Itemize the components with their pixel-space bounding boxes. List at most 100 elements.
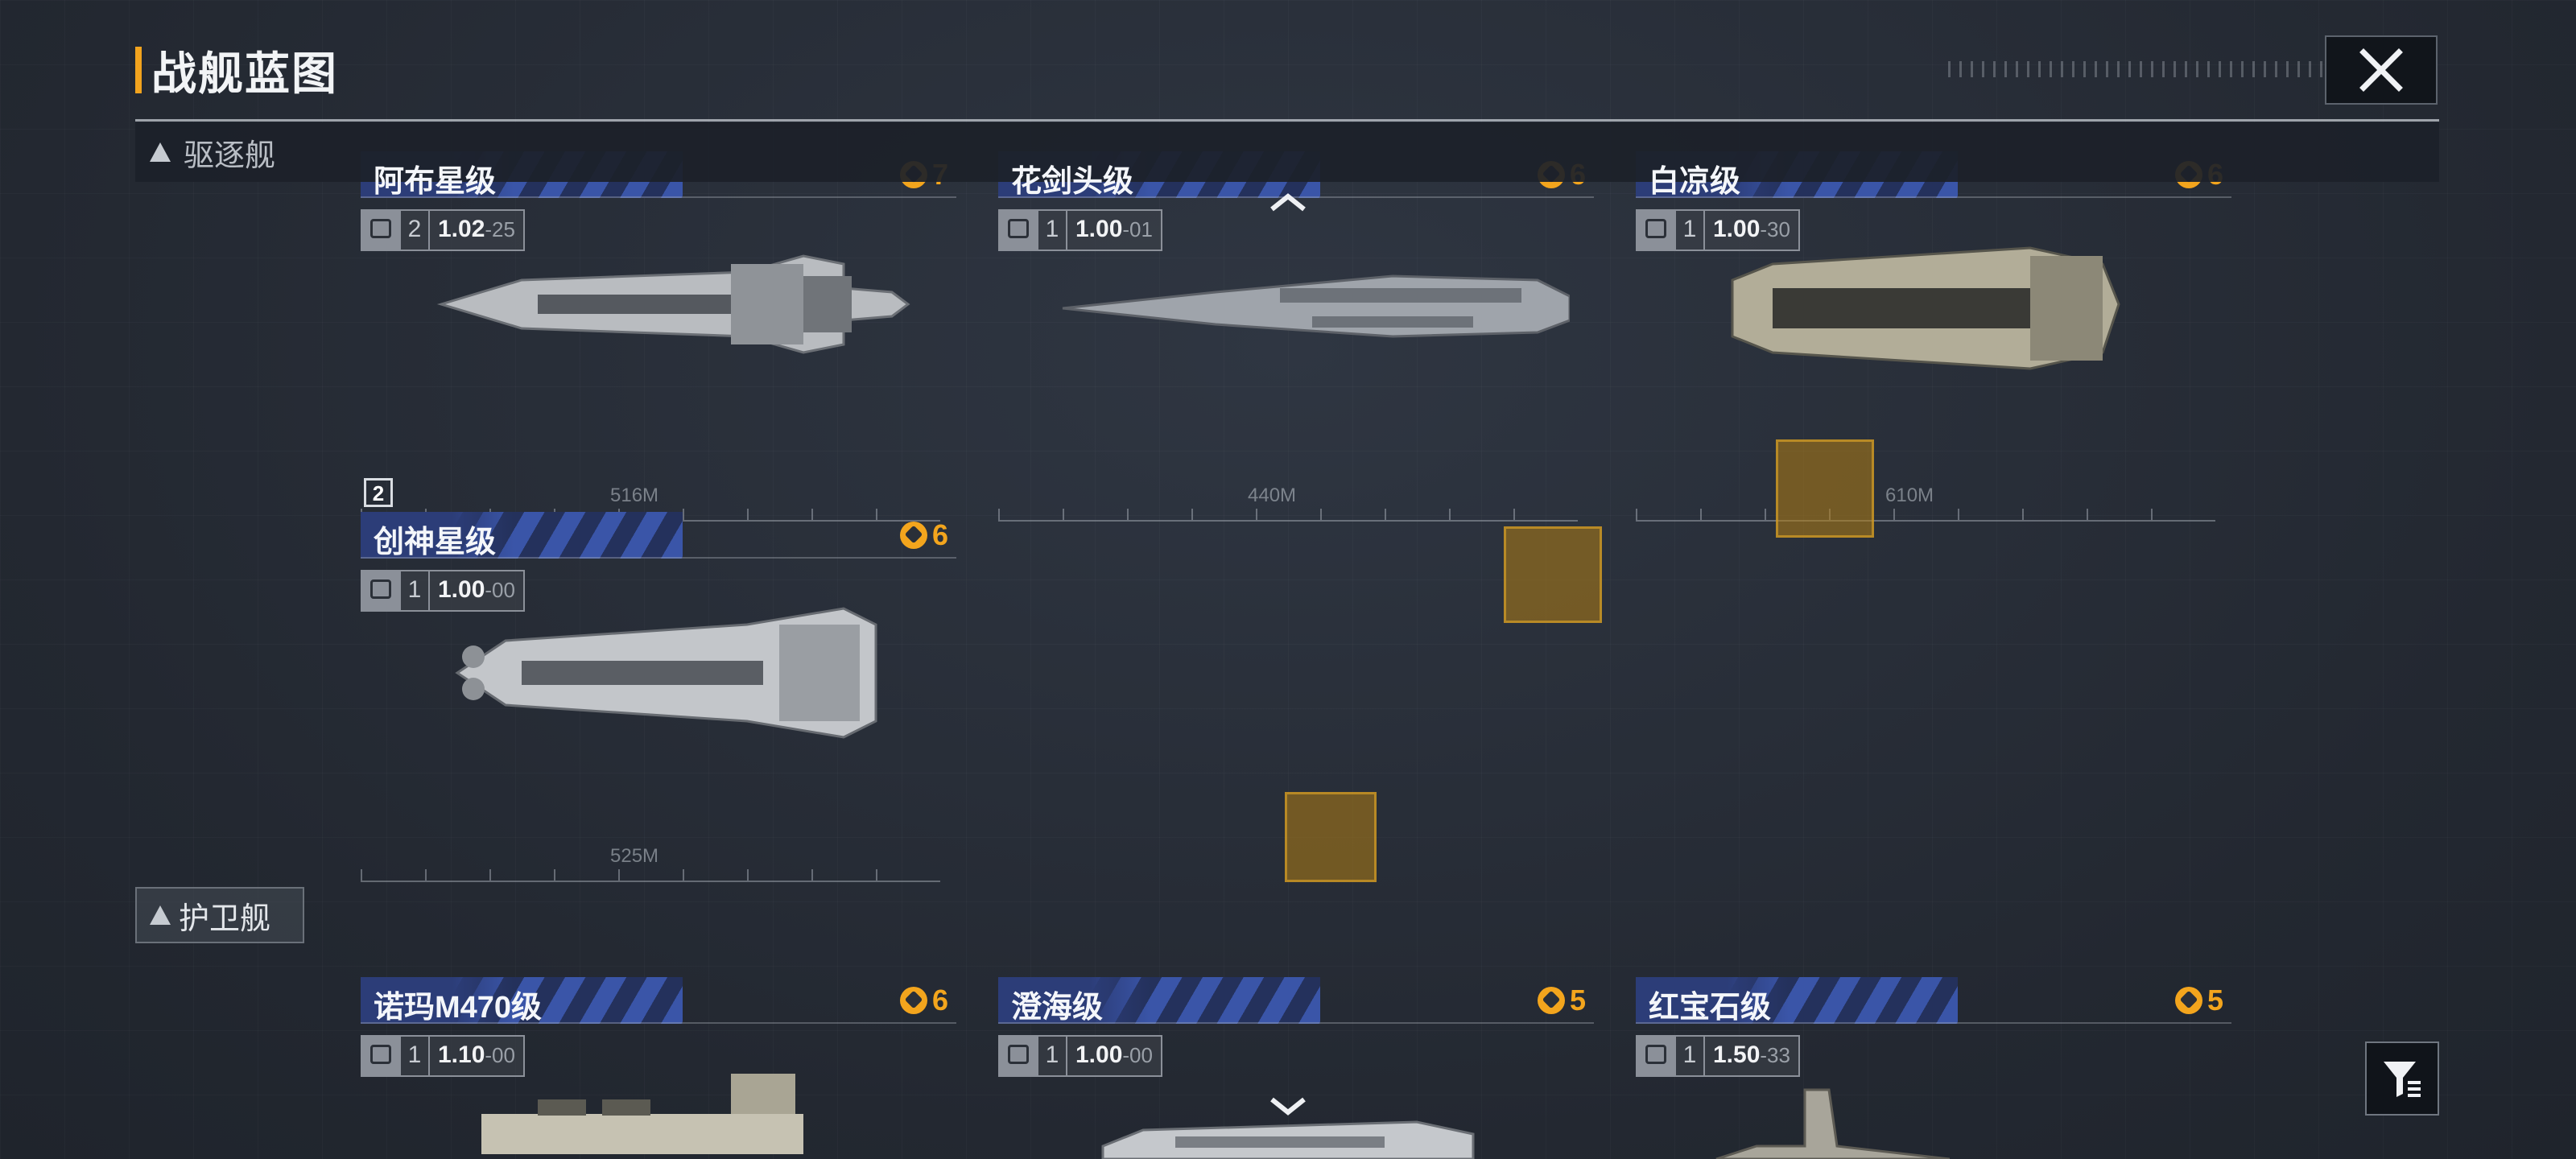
ship-stat-value: 1.02-25: [430, 211, 523, 250]
page-header: 战舰蓝图: [135, 42, 338, 99]
section-label: 护卫舰: [179, 901, 271, 936]
ship-card[interactable]: 红宝石级 5 1 1.50-33: [1636, 977, 2231, 1159]
length-ruler: 440M: [998, 485, 1578, 522]
stat-main: 1.10: [438, 1041, 485, 1068]
ship-card[interactable]: 创神星级 6 1 1.00-00 525M: [361, 512, 956, 882]
card-divider: [361, 1022, 956, 1024]
ship-stats: 1 1.00-00: [998, 1035, 1162, 1077]
ship-name: 创神星级: [374, 526, 497, 559]
ship-level: 2: [401, 211, 430, 250]
ship-type-icon: [362, 211, 401, 250]
stat-dim: -30: [1760, 217, 1790, 241]
card-divider: [1636, 1022, 2231, 1024]
ship-type-icon: [362, 1037, 401, 1075]
stat-dim: -00: [1122, 1043, 1153, 1067]
ship-blueprint-image: [1062, 274, 1570, 338]
ship-blueprint-image: [1715, 1088, 1950, 1159]
ship-card[interactable]: 白凉级 6 1 1.00-30 610M: [1636, 151, 2231, 522]
card-name-bar: [1636, 977, 1958, 1024]
ship-stats: 1 1.00-30: [1636, 209, 1800, 251]
ship-level: 1: [401, 571, 430, 610]
highlight-marker: [1776, 439, 1874, 538]
credit-icon: [2174, 987, 2202, 1014]
ship-cost: 6: [899, 984, 948, 1017]
ship-type-icon: [1637, 1037, 1676, 1075]
page-title: 战舰蓝图: [151, 47, 338, 99]
filter-button[interactable]: [2365, 1041, 2439, 1116]
stat-main: 1.00: [1075, 216, 1123, 242]
ship-type-icon: [1000, 211, 1038, 250]
ship-blueprint-image: [1101, 1120, 1475, 1159]
ship-name: 红宝石级: [1649, 991, 1772, 1025]
ship-name: 阿布星级: [374, 165, 497, 199]
ship-stats: 1 1.00-00: [361, 570, 525, 612]
ship-stat-value: 1.00-01: [1067, 211, 1161, 250]
stat-main: 1.00: [1075, 1041, 1123, 1068]
credit-icon: [899, 522, 927, 549]
ship-blueprint-image: [436, 254, 910, 354]
card-divider: [1636, 196, 2231, 198]
card-divider: [361, 557, 956, 559]
ship-blueprint-image: [455, 607, 877, 739]
stat-dim: -00: [485, 578, 515, 602]
header-decoration: [1948, 61, 2334, 77]
ship-level: 1: [1676, 1037, 1705, 1075]
ship-blueprint-image: [481, 1074, 803, 1154]
ship-name: 诺玛M470级: [374, 991, 543, 1025]
ship-card[interactable]: 澄海级 5 1 1.00-00: [998, 977, 1594, 1159]
section-header-destroyer[interactable]: 驱逐舰: [135, 122, 2439, 182]
ship-length: 516M: [610, 485, 659, 506]
card-name-bar: [361, 977, 683, 1024]
highlight-marker: [1285, 792, 1377, 882]
ship-stats: 2 1.02-25: [361, 209, 525, 251]
close-button[interactable]: [2325, 35, 2438, 105]
ship-length: 610M: [1885, 485, 1934, 506]
stat-dim: -33: [1760, 1043, 1790, 1067]
ship-length: 440M: [1248, 485, 1297, 506]
stat-dim: -25: [485, 217, 515, 241]
ship-level: 1: [1038, 211, 1067, 250]
ship-stat-value: 1.50-33: [1705, 1037, 1798, 1075]
ship-type-icon: [362, 571, 401, 610]
credit-icon: [1537, 987, 1565, 1014]
section-label: 驱逐舰: [184, 138, 276, 173]
ship-stats: 1 1.10-00: [361, 1035, 525, 1077]
card-divider: [998, 1022, 1594, 1024]
ship-stats: 1 1.50-33: [1636, 1035, 1800, 1077]
collapse-triangle-icon: [150, 142, 171, 162]
credit-icon: [899, 987, 927, 1014]
ship-stat-value: 1.10-00: [430, 1037, 523, 1075]
card-divider: [361, 196, 956, 198]
stat-main: 1.00: [1713, 216, 1761, 242]
stat-main: 1.02: [438, 216, 485, 242]
quantity-badge: 2: [364, 478, 393, 507]
card-divider: [998, 196, 1594, 198]
header-divider: [135, 119, 2439, 122]
cost-value: 5: [1569, 984, 1586, 1017]
chevron-up-icon[interactable]: [1267, 190, 1309, 214]
ship-level: 1: [1038, 1037, 1067, 1075]
stat-main: 1.00: [438, 576, 485, 603]
ship-stat-value: 1.00-00: [430, 571, 523, 610]
highlight-marker: [1504, 526, 1602, 623]
ship-stats: 1 1.00-01: [998, 209, 1162, 251]
ship-card[interactable]: 阿布星级 7 2 1.02-25 2 516M: [361, 151, 956, 522]
cost-value: 5: [2207, 984, 2223, 1017]
close-icon: [2359, 48, 2403, 92]
ship-type-icon: [1637, 211, 1676, 250]
section-header-frigate[interactable]: 护卫舰: [135, 887, 304, 943]
ship-card[interactable]: 诺玛M470级 6 1 1.10-00: [361, 977, 956, 1159]
length-ruler: 610M: [1636, 485, 2215, 522]
ship-cost: 5: [2174, 984, 2223, 1017]
ship-cost: 6: [899, 518, 948, 552]
cost-value: 6: [931, 518, 948, 551]
chevron-down-icon[interactable]: [1267, 1095, 1309, 1119]
ship-level: 1: [401, 1037, 430, 1075]
length-ruler: 525M: [361, 845, 940, 882]
ship-length: 525M: [610, 845, 659, 867]
stat-main: 1.50: [1713, 1041, 1761, 1068]
title-accent-bar: [135, 47, 142, 93]
ship-name: 澄海级: [1011, 991, 1104, 1025]
cost-value: 6: [931, 984, 948, 1017]
ship-stat-value: 1.00-30: [1705, 211, 1798, 250]
